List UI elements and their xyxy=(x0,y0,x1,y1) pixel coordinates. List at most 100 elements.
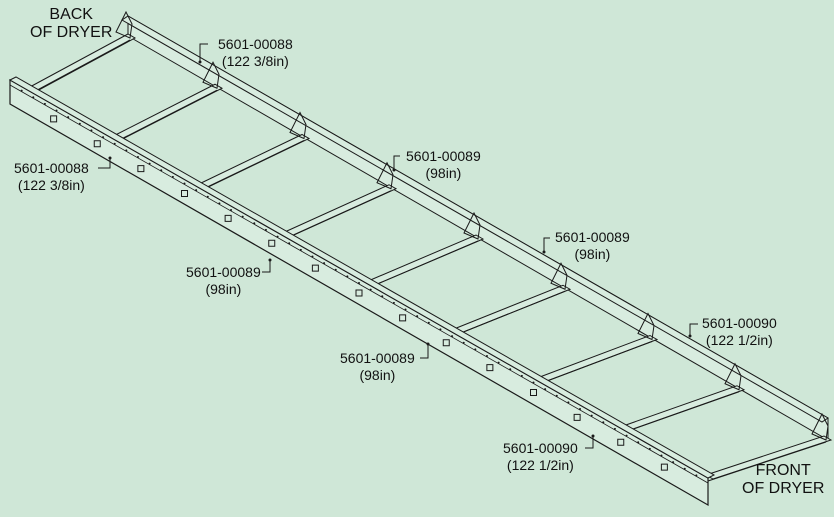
cross-member xyxy=(620,385,746,432)
bolt xyxy=(544,388,547,391)
bolt xyxy=(625,434,628,437)
rail-hole xyxy=(268,239,276,247)
cross-member-edge xyxy=(199,140,305,192)
bolt xyxy=(637,441,640,444)
part-callout: 5601-00088(122 3/8in) xyxy=(218,36,293,70)
rail-hole xyxy=(660,463,668,471)
gusset-bracket xyxy=(811,412,829,441)
gusset-bracket xyxy=(289,111,307,140)
cross-member-edge xyxy=(623,391,740,434)
leader-arrow xyxy=(542,250,546,254)
bolt xyxy=(264,228,267,231)
part-callout: 5601-00090(122 1/2in) xyxy=(503,440,578,474)
leader-line xyxy=(199,43,208,62)
bolt xyxy=(311,255,314,258)
bolt xyxy=(509,368,512,371)
part-length: (98in) xyxy=(359,367,396,383)
part-number: 5601-00089 xyxy=(406,148,481,164)
bolt xyxy=(20,89,23,92)
rail-hole xyxy=(399,314,407,322)
leader-line xyxy=(262,260,271,273)
bolt xyxy=(253,222,256,225)
bolt xyxy=(427,321,430,324)
part-length: (98in) xyxy=(425,165,462,181)
part-number: 5601-00090 xyxy=(503,440,578,456)
leader-line xyxy=(585,436,594,449)
bolt xyxy=(171,175,174,178)
part-length: (122 1/2in) xyxy=(506,457,574,473)
leader-line xyxy=(543,237,550,252)
part-length: (98in) xyxy=(205,281,242,297)
front-label-line2: OF DRYER xyxy=(742,480,825,497)
gusset-bracket xyxy=(202,61,220,89)
part-number: 5601-00088 xyxy=(218,36,293,52)
cross-member xyxy=(111,83,224,141)
bolt xyxy=(148,162,151,165)
rail-hole xyxy=(224,214,232,222)
gusset-bracket xyxy=(376,161,394,190)
back-label-line2: OF DRYER xyxy=(30,24,113,41)
bolt xyxy=(90,129,93,132)
rail-hole xyxy=(311,264,319,272)
bolt xyxy=(451,335,454,338)
front-of-dryer-label: FRONT OF DRYER xyxy=(742,462,824,498)
cross-member xyxy=(26,33,137,93)
bolt xyxy=(497,361,500,364)
bolt xyxy=(55,109,58,112)
gusset-bracket xyxy=(115,10,133,39)
bolt xyxy=(381,295,384,298)
bolt xyxy=(218,202,221,205)
gusset-bracket xyxy=(724,362,742,391)
bolt xyxy=(555,394,558,397)
bolt xyxy=(195,189,198,192)
bolt xyxy=(369,288,372,291)
part-callout: 5601-00089(98in) xyxy=(340,350,415,384)
bolt xyxy=(672,461,675,464)
bolt xyxy=(183,182,186,185)
cross-member-edge xyxy=(538,341,653,385)
bolt xyxy=(323,262,326,265)
bolt xyxy=(590,414,593,417)
cross-member xyxy=(281,184,398,238)
leader-arrow xyxy=(591,434,595,438)
leader-line xyxy=(689,323,698,336)
bolt xyxy=(32,96,35,99)
bolt xyxy=(125,149,128,152)
rail-hole xyxy=(181,190,188,197)
gusset-bracket xyxy=(637,312,655,341)
leader-arrow xyxy=(108,156,112,160)
cross-member xyxy=(365,234,485,287)
bolt xyxy=(485,354,488,357)
front-label-line1: FRONT xyxy=(755,462,811,479)
bolt xyxy=(416,315,419,318)
bolt xyxy=(288,242,291,245)
bolt xyxy=(113,142,116,145)
cross-member-edge xyxy=(29,39,131,95)
bolt xyxy=(358,282,360,284)
cross-member-edge xyxy=(114,89,218,143)
bolt xyxy=(392,301,395,304)
leader-arrow xyxy=(392,168,396,172)
part-length: (122 3/8in) xyxy=(17,177,85,193)
bolt xyxy=(648,447,651,450)
bolt xyxy=(695,474,698,477)
leader-line xyxy=(393,155,400,170)
bolt xyxy=(404,308,407,311)
rail-hole xyxy=(617,438,625,446)
back-label-line1: BACK xyxy=(49,6,93,23)
bolt xyxy=(532,381,535,384)
bolt xyxy=(660,454,663,457)
gusset-bracket xyxy=(550,262,568,290)
cross-member xyxy=(196,133,311,190)
bolt xyxy=(276,235,279,238)
rail-hole xyxy=(50,115,58,123)
leader-arrow xyxy=(268,258,272,262)
rail-hole xyxy=(486,364,494,372)
bolt xyxy=(613,427,616,430)
cross-member xyxy=(450,284,572,335)
leader-arrow xyxy=(688,334,692,338)
bolt xyxy=(462,341,465,344)
leader-line xyxy=(98,158,111,169)
rail-hole xyxy=(93,140,101,148)
bolt xyxy=(346,275,349,278)
